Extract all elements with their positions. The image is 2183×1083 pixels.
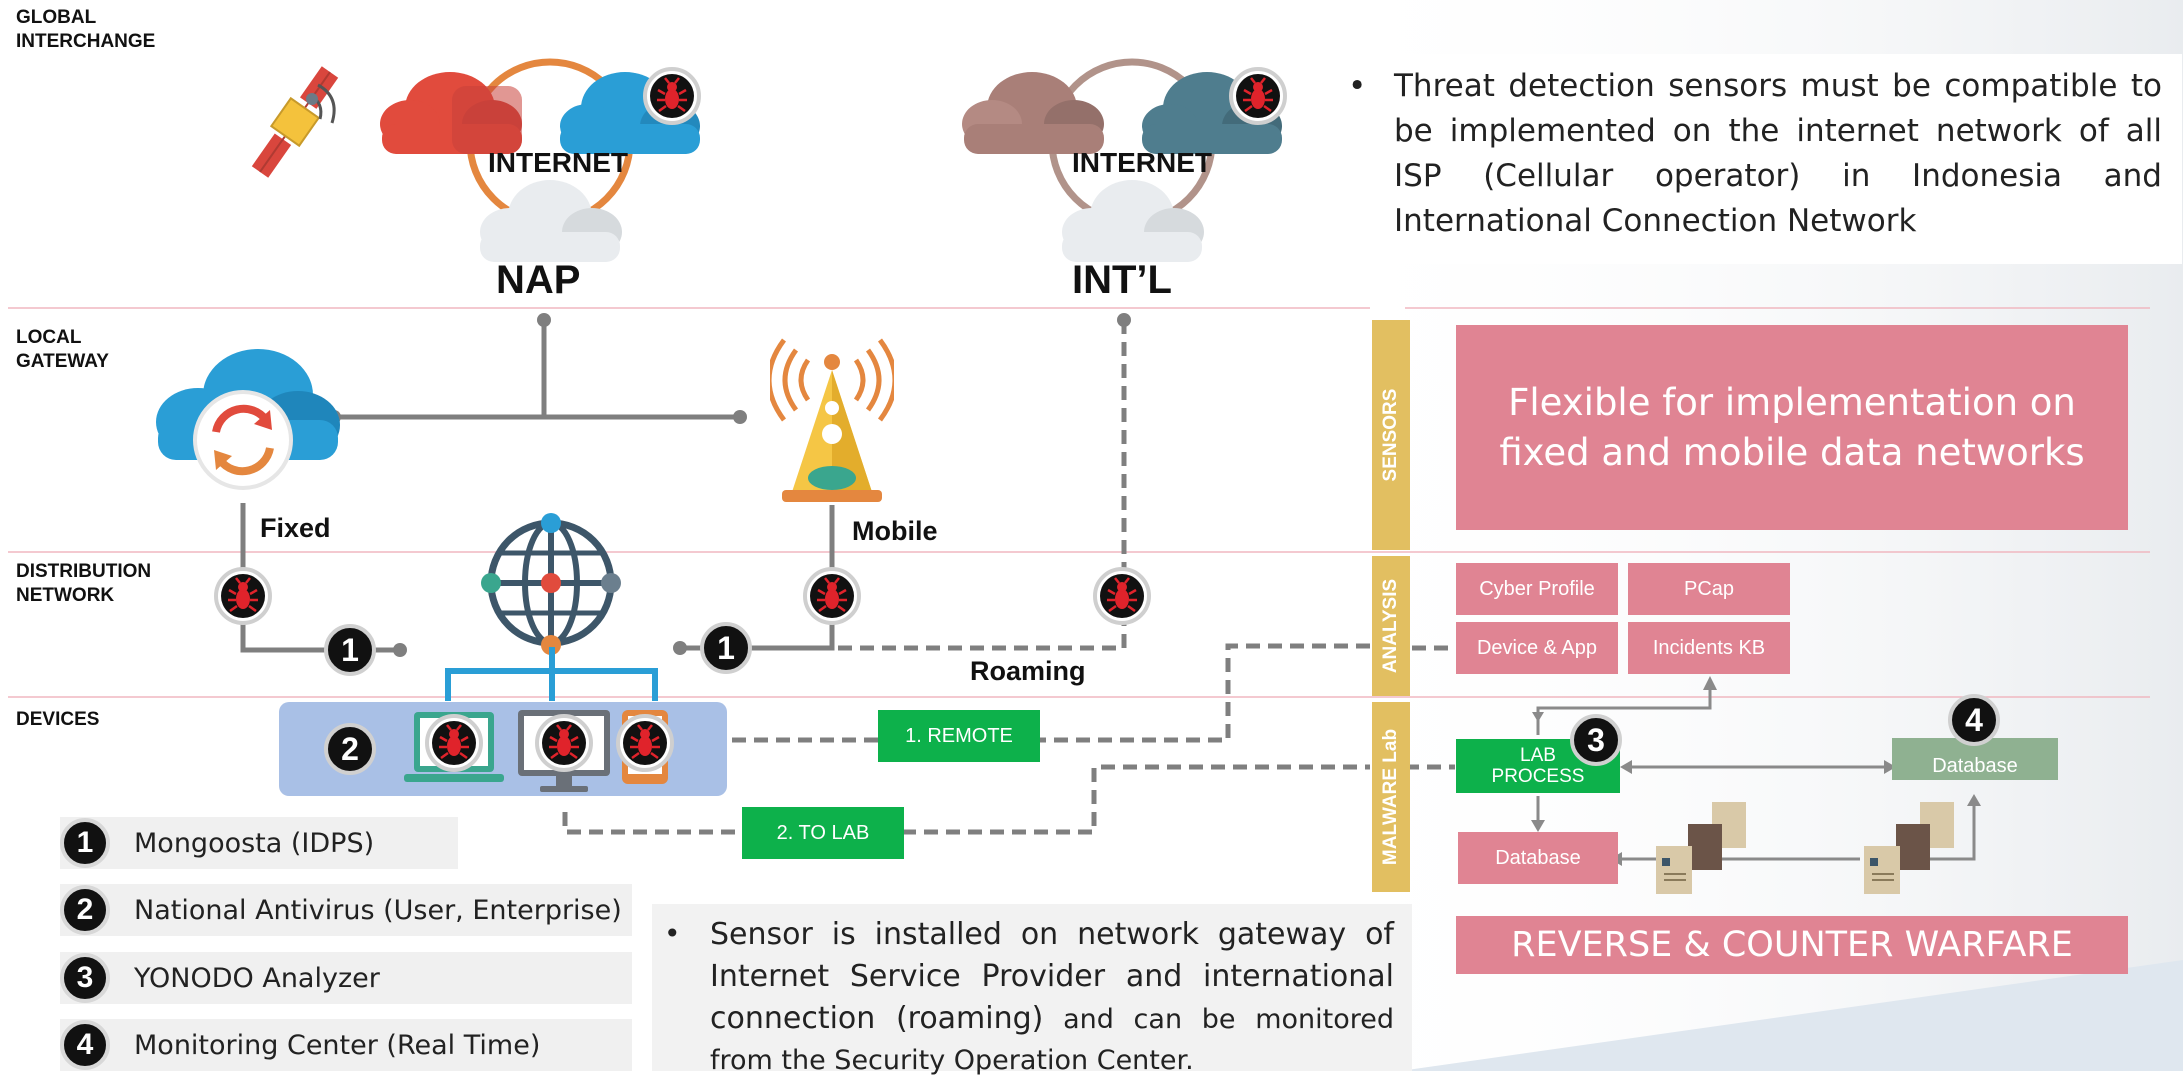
sensors-bar: SENSORS [1372, 320, 1410, 550]
legend-number: 1 [60, 818, 110, 868]
cyber-profile-box: Cyber Profile [1456, 563, 1618, 615]
legend-item: 4 Monitoring Center (Real Time) [60, 1019, 632, 1071]
malware-lab-bar-label: MALWARE Lab [1380, 728, 1401, 866]
zone-label-devices: DEVICES [16, 709, 100, 730]
bug-icon [1229, 67, 1287, 125]
zone-label-global: GLOBAL INTERCHANGE [16, 7, 156, 52]
cell-tower-icon [770, 338, 894, 502]
marker-monitoring: 4 [1948, 694, 2000, 746]
analysis-bar-label: ANALYSIS [1380, 578, 1401, 674]
nap-title: NAP [496, 258, 581, 302]
cloud-icon [480, 180, 622, 262]
remote-flow-label: 1. REMOTE [878, 710, 1040, 762]
legend-number: 3 [60, 953, 110, 1003]
sync-cloud-icon [156, 349, 340, 490]
legend-number: 2 [60, 885, 110, 935]
zone-label-distribution: DISTRIBUTION NETWORK [16, 561, 152, 606]
bug-icon [425, 714, 483, 772]
mobile-label: Mobile [852, 516, 938, 546]
legend-label: YONODO Analyzer [134, 963, 380, 994]
malware-lab-bar: MALWARE Lab [1372, 702, 1410, 892]
bug-icon [616, 714, 674, 772]
legend-item: 2 National Antivirus (User, Enterprise) [60, 884, 632, 936]
device-app-box: Device & App [1456, 622, 1618, 674]
pcap-box: PCap [1628, 563, 1790, 615]
bug-icon [1093, 567, 1151, 625]
incidents-kb-box: Incidents KB [1628, 622, 1790, 674]
globe-network-icon [481, 513, 621, 655]
bug-icon [535, 714, 593, 772]
bug-icon [803, 567, 861, 625]
bug-icon [643, 67, 701, 125]
bullet-icon: • [664, 917, 681, 950]
marker-antivirus: 2 [324, 723, 376, 775]
document-icon [1656, 802, 1746, 894]
analysis-bar: ANALYSIS [1372, 556, 1410, 696]
legend-label: National Antivirus (User, Enterprise) [134, 895, 622, 926]
bottom-note: • Sensor is installed on network gateway… [652, 904, 1412, 1076]
bug-icon [214, 567, 272, 625]
marker-yonodo: 3 [1570, 714, 1622, 766]
intl-cloud-label: INTERNET [1072, 147, 1212, 178]
nap-cloud-label: INTERNET [488, 147, 628, 178]
roaming-label: Roaming [970, 656, 1086, 686]
cloud-icon [1062, 180, 1204, 262]
bottom-note-part1: Sensor is installed on network gateway o… [710, 917, 1394, 1036]
database-left-box: Database [1458, 832, 1618, 884]
sensors-description: Flexible for implementation on fixed and… [1456, 325, 2128, 530]
fixed-label: Fixed [260, 513, 331, 543]
document-icon [1864, 802, 1954, 894]
legend-item: 3 YONODO Analyzer [60, 952, 632, 1004]
bullet-icon: • [1348, 68, 1367, 104]
marker-mongoosta-fixed: 1 [324, 624, 376, 676]
legend-label: Monitoring Center (Real Time) [134, 1030, 541, 1061]
lab-process-box: LAB PROCESS [1456, 739, 1620, 793]
intl-title: INT’L [1072, 258, 1172, 302]
to-lab-flow-label: 2. TO LAB [742, 807, 904, 859]
cloud-icon [380, 72, 522, 154]
cloud-icon [962, 72, 1104, 154]
reverse-counter-warfare-banner: REVERSE & COUNTER WARFARE [1456, 916, 2128, 974]
legend-number: 4 [60, 1020, 110, 1070]
device-icons [404, 710, 674, 792]
device-fork-connector [445, 647, 658, 701]
bottom-note-text: Sensor is installed on network gateway o… [710, 916, 1394, 1083]
satellite-icon [251, 66, 339, 178]
legend-item: 1 Mongoosta (IDPS) [60, 817, 458, 869]
sensors-bar-label: SENSORS [1380, 388, 1401, 482]
cloud-icon [1142, 72, 1282, 154]
top-note-text: Threat detection sensors must be compati… [1394, 68, 2162, 239]
intl-internet-cluster [962, 58, 1282, 262]
zone-label-local: LOCAL GATEWAY [16, 327, 109, 372]
legend-label: Mongoosta (IDPS) [134, 828, 375, 859]
marker-mongoosta-mobile: 1 [700, 622, 752, 674]
top-note: • Threat detection sensors must be compa… [1334, 54, 2182, 264]
